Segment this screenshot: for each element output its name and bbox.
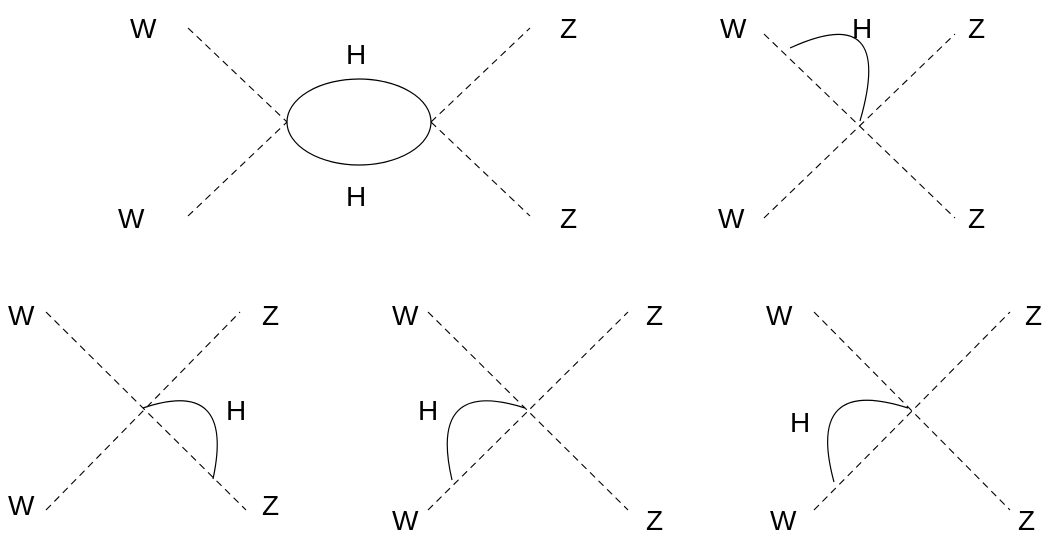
z-top-propagator xyxy=(430,27,531,123)
h-label: H xyxy=(852,13,872,44)
h-label: H xyxy=(226,395,246,426)
w-bottom-label: W xyxy=(770,505,797,533)
higgs-arc xyxy=(827,399,909,483)
w-top-label: W xyxy=(130,13,157,44)
z-bottom-label: Z xyxy=(560,203,577,234)
w-bottom-z-top-line xyxy=(45,311,241,511)
z-top-label: Z xyxy=(646,300,663,331)
h-label: H xyxy=(418,395,438,426)
w-top-propagator xyxy=(187,27,288,123)
h-label: H xyxy=(790,407,810,438)
z-bottom-label: Z xyxy=(262,490,279,521)
higgs-arc xyxy=(789,33,870,122)
w-top-label: W xyxy=(392,300,419,331)
w-bottom-z-top-line xyxy=(813,311,1011,511)
w-bottom-propagator xyxy=(187,121,288,217)
higgs-loop xyxy=(286,78,432,166)
w-top-z-bottom-line xyxy=(45,311,247,511)
diagram-4-higgs-loop-w-leg: W W Z Z H xyxy=(392,300,663,533)
z-top-label: Z xyxy=(1025,300,1042,331)
w-top-z-bottom-line xyxy=(427,311,629,511)
h-top-label: H xyxy=(346,39,366,70)
diagram-2-higgs-loop-upper: W W Z Z H xyxy=(718,13,985,234)
w-bottom-label: W xyxy=(392,505,419,533)
w-bottom-label: W xyxy=(118,203,145,234)
z-top-label: Z xyxy=(262,300,279,331)
w-bottom-z-top-line xyxy=(763,33,956,219)
higgs-arc xyxy=(446,400,526,481)
w-bottom-label: W xyxy=(718,203,745,234)
w-top-z-bottom-line xyxy=(813,311,1011,511)
diagram-5-higgs-loop-w-leg: W W Z Z H xyxy=(766,300,1042,533)
w-bottom-label: W xyxy=(8,490,35,521)
z-top-label: Z xyxy=(560,13,577,44)
z-top-label: Z xyxy=(968,13,985,44)
z-bottom-label: Z xyxy=(646,505,663,533)
w-bottom-z-top-line xyxy=(427,311,629,511)
diagram-3-higgs-loop-z-leg: W W Z Z H xyxy=(8,300,279,521)
h-bottom-label: H xyxy=(346,181,366,212)
z-bottom-label: Z xyxy=(968,203,985,234)
higgs-arc xyxy=(142,400,218,480)
w-top-label: W xyxy=(766,300,793,331)
z-bottom-propagator xyxy=(430,121,531,217)
diagram-1-higgs-bubble: W W Z Z H H xyxy=(118,13,577,234)
z-bottom-label: Z xyxy=(1018,505,1035,533)
w-top-label: W xyxy=(8,300,35,331)
w-top-label: W xyxy=(720,13,747,44)
